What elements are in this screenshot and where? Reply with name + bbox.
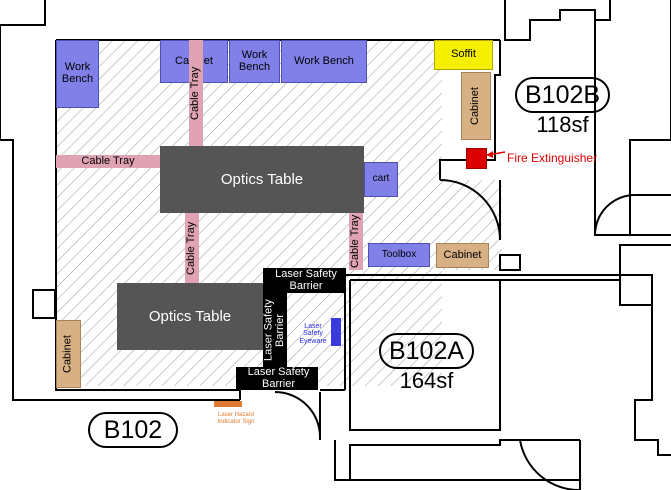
toolbox: Toolbox: [368, 243, 430, 267]
fire-extinguisher-label: Fire Extinguisher: [507, 151, 598, 165]
laser-safety-eyeware-box: [331, 318, 341, 346]
cabinet-left: Cabinet: [56, 320, 81, 388]
fire-extinguisher-icon: [466, 148, 487, 169]
room-tag-b102: B102: [76, 412, 190, 448]
cable-tray-vertical-2: Cable Tray: [185, 213, 199, 283]
cable-tray-vertical-1: Cable Tray: [189, 40, 203, 146]
pillar-right: [619, 274, 653, 306]
work-bench-2: Work Bench: [229, 40, 280, 83]
cabinet-middle: Cabinet: [436, 243, 489, 268]
wall-corridor-right: [629, 0, 671, 236]
room-name-b102: B102: [87, 412, 179, 448]
wall-b102a-inner: [349, 279, 501, 431]
optics-table-2: Optics Table: [117, 283, 263, 350]
wall-b102-outer: [0, 0, 46, 26]
room-name-b102b: B102B: [515, 77, 611, 113]
cable-tray-horizontal: Cable Tray: [56, 155, 160, 168]
cable-tray-vertical-3: Cable Tray: [349, 213, 363, 270]
room-area-b102a: 164sf: [399, 368, 454, 393]
room-tag-b102b: B102B 118sf: [515, 77, 611, 137]
pillar-left: [32, 289, 56, 319]
cart: cart: [364, 162, 398, 197]
wall-b102b: [439, 40, 501, 180]
optics-table-1: Optics Table: [160, 146, 364, 213]
laser-safety-eyeware-label: Laser Safety Eyeware: [299, 322, 327, 345]
door-swing-b102a: [519, 439, 580, 490]
laser-hazard-sign-label: Laser Hazard Indicator Sign: [217, 412, 255, 425]
wall-b102a-outer: [345, 244, 671, 276]
fire-extinguisher-arrowhead: [486, 151, 493, 158]
wall-b102a-bottom: [334, 439, 580, 481]
laser-safety-barrier-top: Laser Safety Barrier: [263, 268, 346, 293]
laser-safety-barrier-vertical: Laser Safety Barrier: [262, 293, 287, 367]
work-bench-1: Work Bench: [56, 40, 99, 108]
soffit: Soffit: [434, 40, 493, 70]
wall-b102-left: [0, 25, 55, 401]
wall-stub-corridor: [499, 254, 521, 271]
room-tag-b102a: B102A 164sf: [369, 333, 484, 393]
work-bench-3: Work Bench: [281, 40, 367, 83]
door-swing-b102: [274, 391, 321, 438]
door-swing-b102b: [439, 179, 501, 241]
wall-b102b-outer: [504, 0, 611, 41]
room-area-b102b: 118sf: [536, 112, 589, 137]
cabinet-right: Cabinet: [461, 72, 491, 140]
laser-safety-barrier-bottom: Laser Safety Barrier: [236, 366, 318, 390]
laser-hazard-sign-icon: [214, 401, 242, 407]
wall-b102a-right: [634, 305, 671, 456]
door-swing-corridor: [594, 194, 636, 236]
room-name-b102a: B102A: [378, 333, 475, 369]
